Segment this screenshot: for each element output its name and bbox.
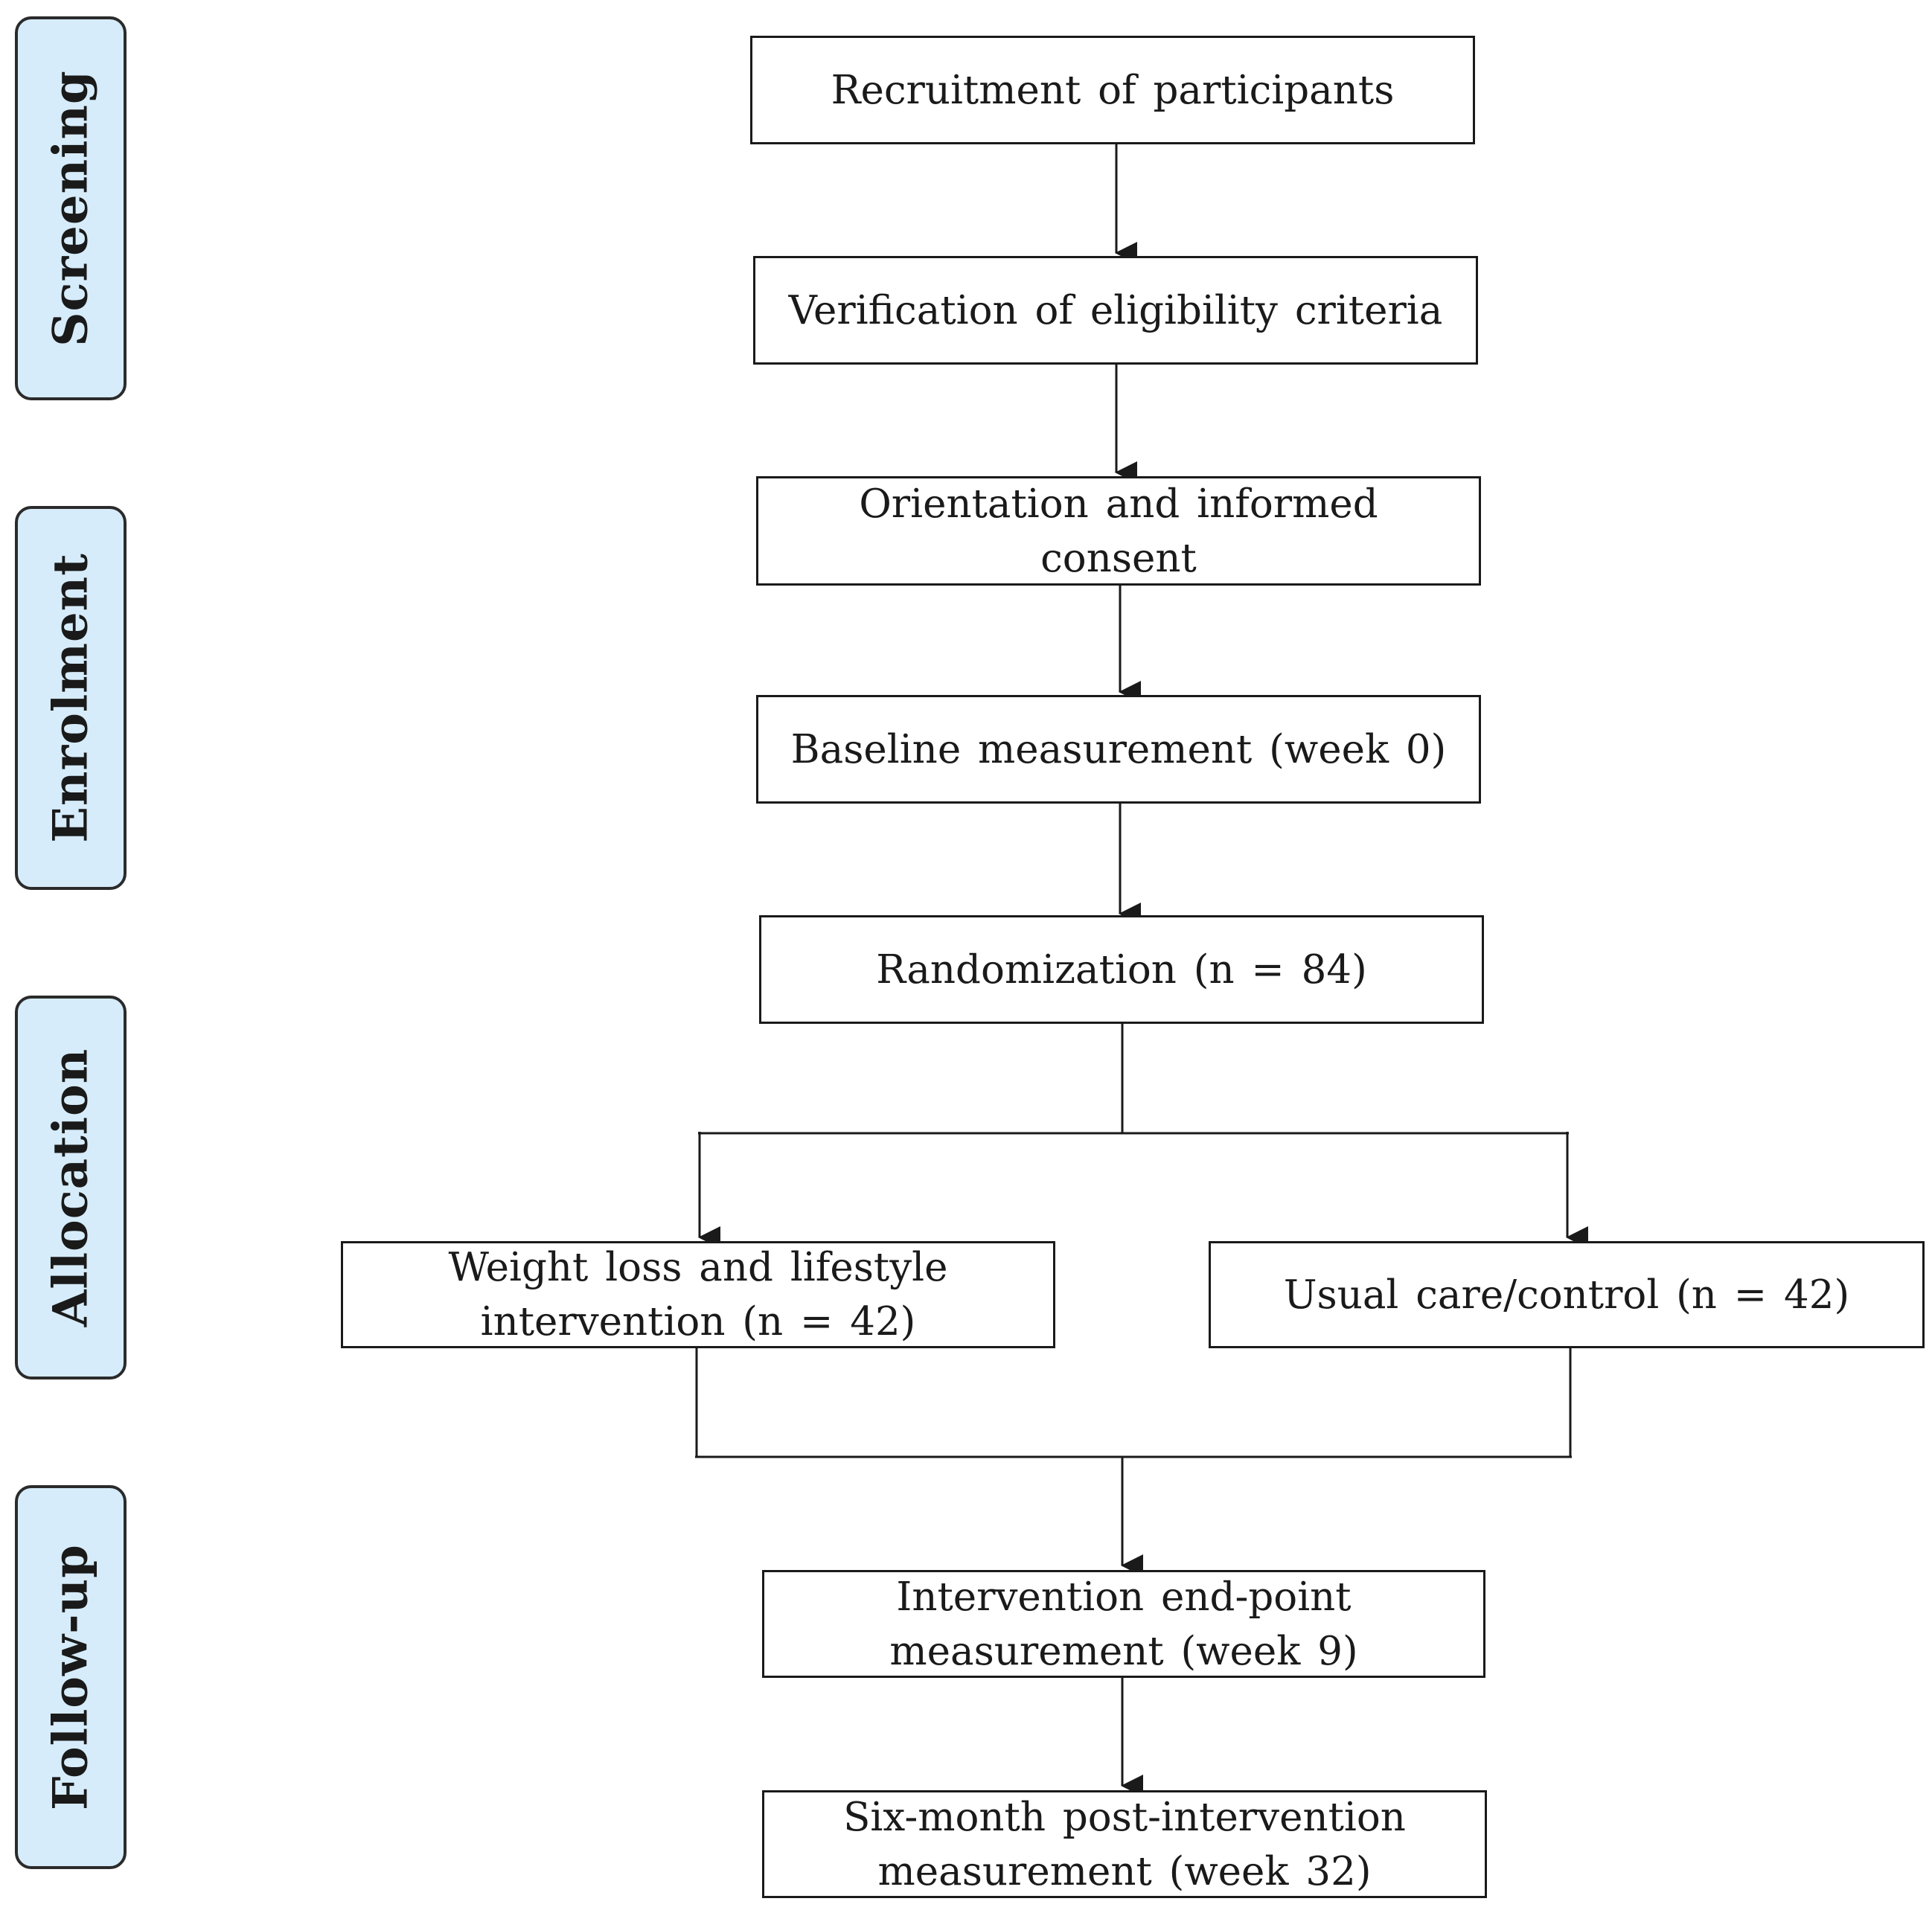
step-endpoint: Intervention end-point measurement (week… xyxy=(762,1570,1485,1678)
phase-follow-up: Follow-up xyxy=(15,1485,127,1869)
step-intervention-arm-text: Weight loss and lifestyle intervention (… xyxy=(448,1245,948,1345)
phase-allocation: Allocation xyxy=(15,996,127,1380)
step-control-arm: Usual care/control (n = 42) xyxy=(1209,1241,1925,1348)
step-consent-text: Orientation and informed consent xyxy=(859,481,1378,581)
step-eligibility: Verification of eligibility criteria xyxy=(753,256,1478,365)
step-recruitment: Recruitment of participants xyxy=(750,36,1475,144)
step-endpoint-text: Intervention end-point measurement (week… xyxy=(889,1574,1358,1674)
step-recruitment-text: Recruitment of participants xyxy=(831,67,1395,113)
step-six-month-text: Six-month post-intervention measurement … xyxy=(843,1794,1406,1894)
step-six-month: Six-month post-intervention measurement … xyxy=(762,1790,1487,1898)
step-baseline: Baseline measurement (week 0) xyxy=(756,695,1481,804)
step-intervention-arm: Weight loss and lifestyle intervention (… xyxy=(341,1241,1055,1348)
step-randomization-text: Randomization (n = 84) xyxy=(876,946,1367,993)
phase-screening: Screening xyxy=(15,16,127,400)
step-control-arm-text: Usual care/control (n = 42) xyxy=(1283,1272,1850,1318)
step-baseline-text: Baseline measurement (week 0) xyxy=(790,726,1447,772)
step-consent: Orientation and informed consent xyxy=(756,476,1481,586)
step-eligibility-text: Verification of eligibility criteria xyxy=(788,287,1443,333)
phase-enrolment: Enrolment xyxy=(15,506,127,890)
step-randomization: Randomization (n = 84) xyxy=(759,915,1484,1024)
